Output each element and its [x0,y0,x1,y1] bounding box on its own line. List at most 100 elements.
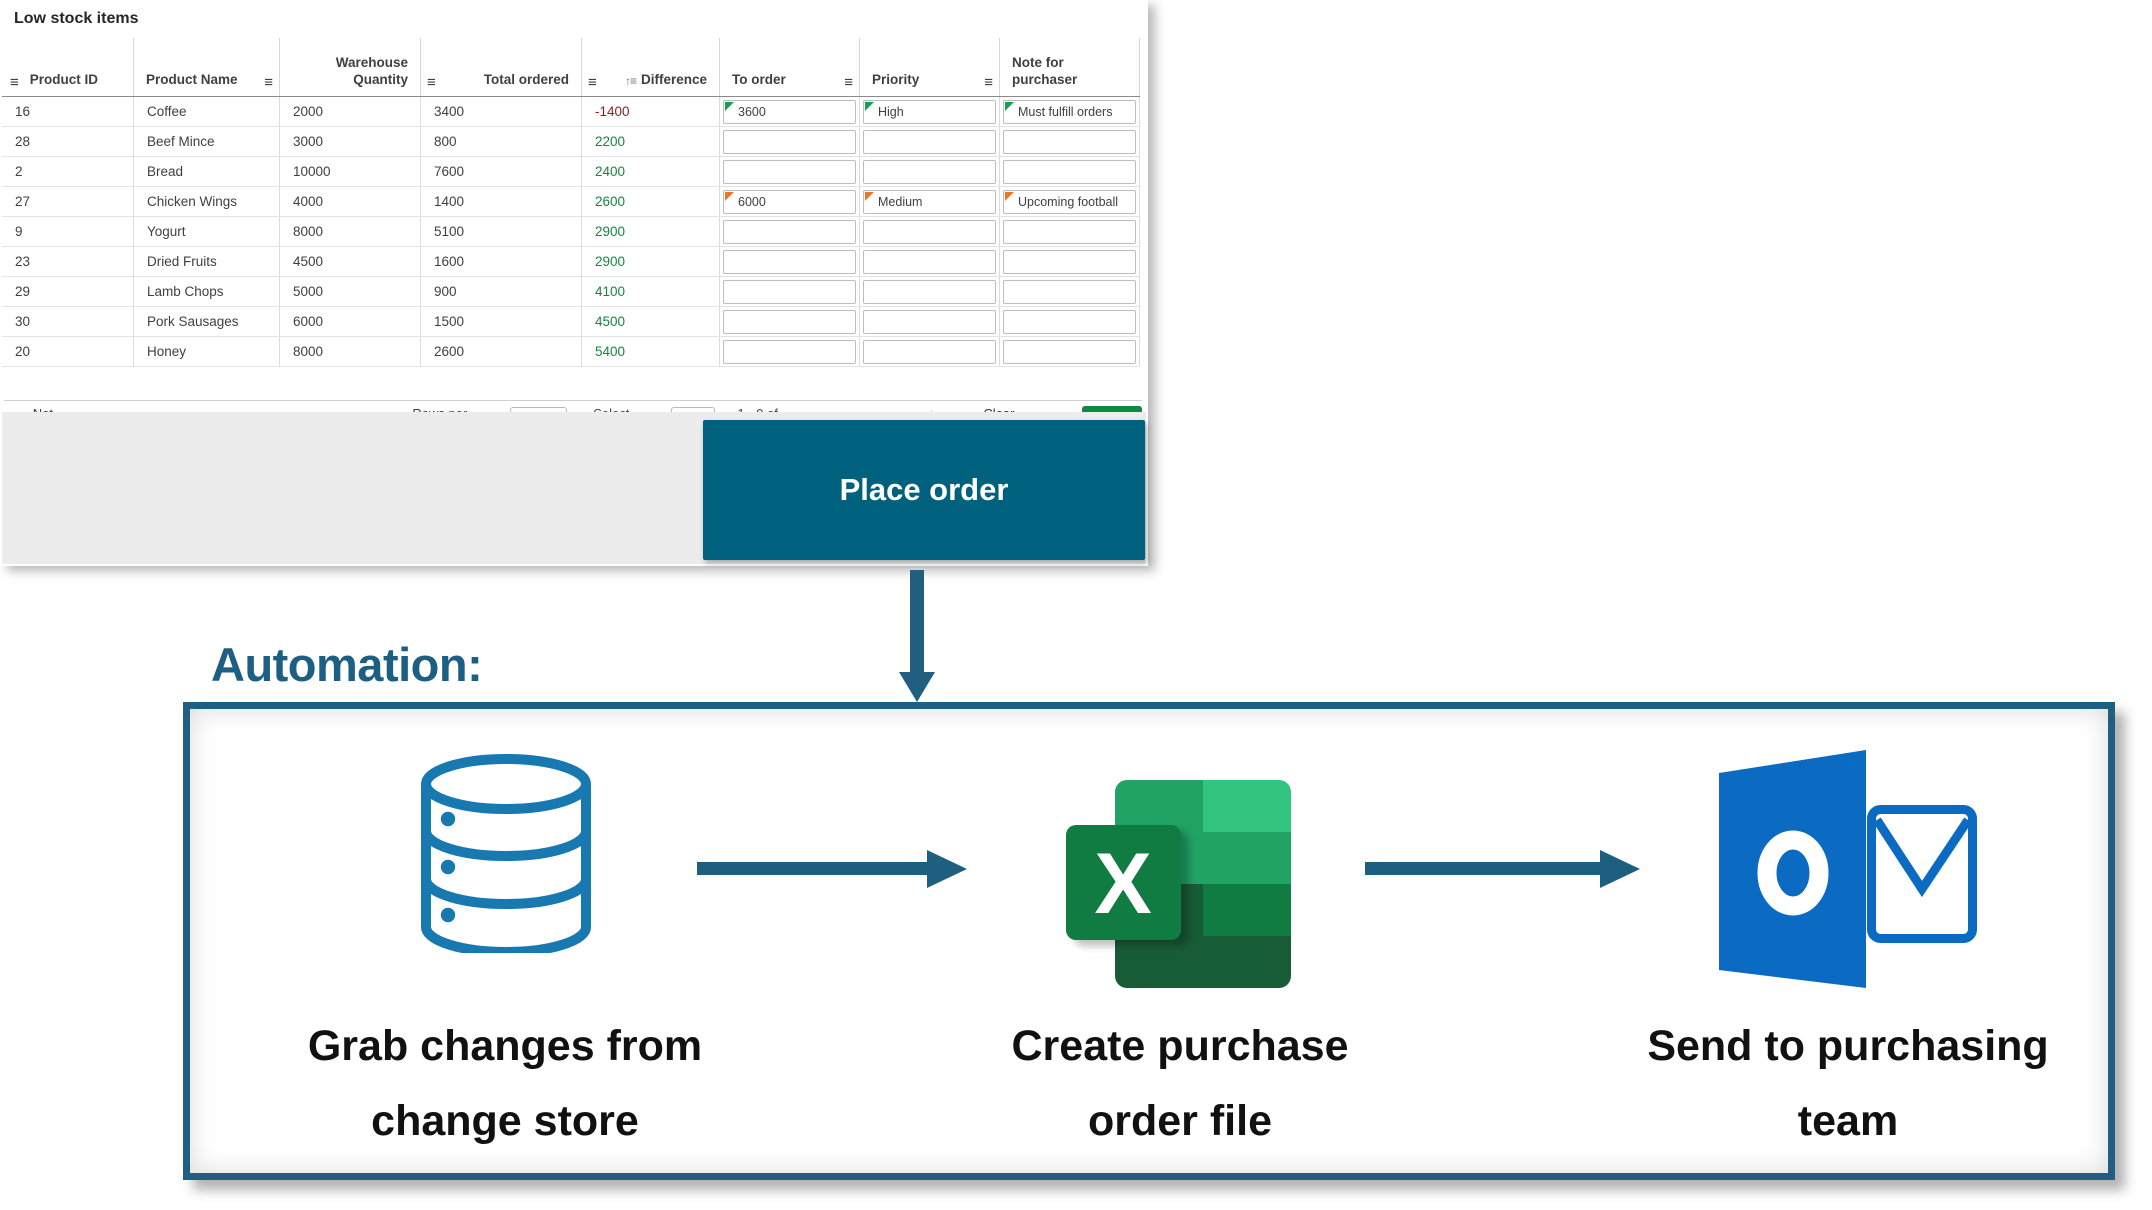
cell-difference: -1400 [582,97,720,126]
table-row: 30 Pork Sausages 6000 1500 4500 [2,307,1140,337]
header-to-order[interactable]: To order ≡ [720,38,860,96]
cell-note [1000,337,1140,366]
note-input[interactable] [1003,339,1136,364]
priority-input[interactable] [863,279,996,304]
cell-difference: 2900 [582,217,720,246]
cell-note: Must fulfill orders [1000,97,1140,126]
cell-product-name: Honey [134,337,280,366]
outlook-icon [1719,750,1977,988]
cell-note [1000,277,1140,306]
automation-label: Automation: [211,638,483,691]
place-order-button[interactable]: Place order [703,420,1145,560]
cell-product-id: 30 [2,307,134,336]
caption-line: team [1797,1097,1899,1145]
header-product-id[interactable]: ≡ Product ID [2,38,134,96]
priority-input[interactable] [863,159,996,184]
note-input[interactable]: Must fulfill orders [1003,99,1136,124]
cell-to-order: 3600 [720,97,860,126]
column-menu-icon[interactable]: ≡ [427,74,436,91]
to-order-input[interactable] [723,339,856,364]
cell-to-order [720,337,860,366]
cell-warehouse-quantity: 5000 [280,277,421,306]
priority-input[interactable] [863,339,996,364]
priority-input[interactable]: High [863,99,996,124]
table-row: 2 Bread 10000 7600 2400 [2,157,1140,187]
cell-product-id: 2 [2,157,134,186]
cell-difference: 4500 [582,307,720,336]
cell-difference: 2400 [582,157,720,186]
table-title: Low stock items [14,10,139,27]
priority-input[interactable] [863,129,996,154]
note-input[interactable]: Upcoming football [1003,189,1136,214]
priority-input[interactable] [863,309,996,334]
column-menu-icon[interactable]: ≡ [264,74,273,91]
database-icon [421,754,591,953]
to-order-input[interactable]: 3600 [723,99,856,124]
caption-line: change store [371,1097,639,1145]
note-input[interactable] [1003,279,1136,304]
note-input[interactable] [1003,249,1136,274]
column-menu-icon[interactable]: ≡ [984,74,993,91]
cell-warehouse-quantity: 3000 [280,127,421,156]
cell-total-ordered: 1400 [421,187,582,216]
to-order-input[interactable]: 6000 [723,189,856,214]
header-note-for-purchaser[interactable]: Note for purchaser [1000,38,1140,96]
note-input[interactable] [1003,129,1136,154]
cell-note [1000,127,1140,156]
cell-product-id: 20 [2,337,134,366]
arrow-right-head [1600,850,1640,888]
note-input[interactable] [1003,159,1136,184]
header-difference[interactable]: ≡ ↑≡ Difference [582,38,720,96]
note-input[interactable] [1003,219,1136,244]
cell-product-name: Bread [134,157,280,186]
cell-to-order [720,217,860,246]
automation-box: X Grab changes from change store Create … [183,702,2115,1180]
input-value: Upcoming football [1018,194,1119,209]
cell-total-ordered: 3400 [421,97,582,126]
arrow-right-head [927,850,967,888]
cell-warehouse-quantity: 8000 [280,217,421,246]
column-menu-icon[interactable]: ≡ [844,74,853,91]
header-priority[interactable]: Priority ≡ [860,38,1000,96]
caption-line: Send to purchasing [1647,1022,2049,1070]
cell-priority [860,157,1000,186]
to-order-input[interactable] [723,309,856,334]
priority-input[interactable] [863,219,996,244]
note-input[interactable] [1003,309,1136,334]
table-row: 16 Coffee 2000 3400 -1400 3600 High Must… [2,97,1140,127]
cell-to-order [720,247,860,276]
priority-input[interactable] [863,249,996,274]
column-menu-icon[interactable]: ≡ [588,74,597,91]
cell-product-name: Dried Fruits [134,247,280,276]
column-menu-icon[interactable]: ≡ [10,74,19,91]
cell-to-order [720,157,860,186]
table-row: 27 Chicken Wings 4000 1400 2600 6000 Med… [2,187,1140,217]
cell-to-order [720,277,860,306]
low-stock-table: ≡ Product ID Product Name ≡ Warehouse Qu… [2,38,1143,436]
to-order-input[interactable] [723,249,856,274]
cell-priority: Medium [860,187,1000,216]
caption-line: Create purchase [1011,1022,1349,1070]
cell-note [1000,217,1140,246]
header-label: Product Name [146,72,238,88]
to-order-input[interactable] [723,129,856,154]
to-order-input[interactable] [723,219,856,244]
to-order-input[interactable] [723,279,856,304]
cell-priority [860,247,1000,276]
cell-product-name: Lamb Chops [134,277,280,306]
to-order-input[interactable] [723,159,856,184]
header-total-ordered[interactable]: ≡ Total ordered [421,38,582,96]
cell-product-name: Coffee [134,97,280,126]
cell-warehouse-quantity: 10000 [280,157,421,186]
cell-total-ordered: 2600 [421,337,582,366]
input-value: Must fulfill orders [1018,104,1113,119]
header-warehouse-quantity[interactable]: Warehouse Quantity [280,38,421,96]
input-value: Medium [878,194,923,209]
cell-difference: 2900 [582,247,720,276]
cell-product-id: 23 [2,247,134,276]
cell-product-id: 16 [2,97,134,126]
cell-product-id: 28 [2,127,134,156]
priority-input[interactable]: Medium [863,189,996,214]
header-product-name[interactable]: Product Name ≡ [134,38,280,96]
cell-difference: 2600 [582,187,720,216]
